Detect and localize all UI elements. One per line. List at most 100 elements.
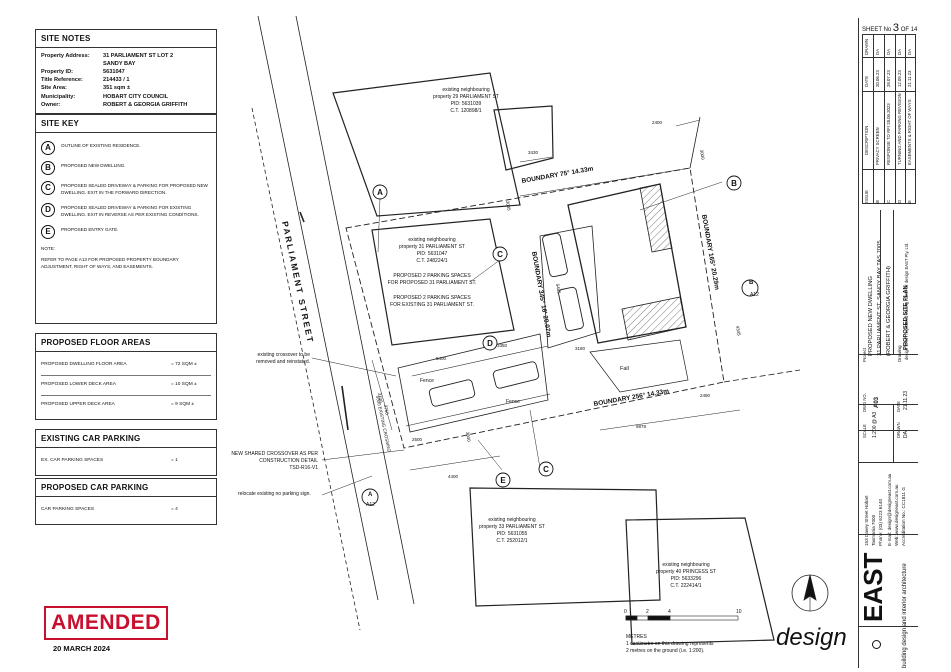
- dimension-label: 2750: [383, 404, 390, 415]
- revision-cell: 21.11.23: [907, 70, 913, 87]
- site-note-value: 351 sqm ±: [103, 85, 131, 92]
- neighbour-40-label: C.T. 222414/1: [670, 583, 701, 589]
- drawing-title: PROPOSED SITE PLAN: [903, 285, 909, 350]
- callout-letter: D: [487, 339, 493, 348]
- contact-line: E-mail: design@designeast.com.au: [887, 473, 892, 546]
- revision-cell: EASEMENTS & RIGHT OF WAYS: [907, 99, 913, 165]
- street-edge-west: [257, 15, 379, 601]
- title-block-divider: [858, 462, 918, 463]
- dimension-label: 3045: [505, 200, 512, 211]
- revision-row-divider: [863, 91, 915, 92]
- dwg-no: A03: [874, 396, 880, 408]
- dwg-no-label: DWG NO.: [862, 393, 867, 412]
- parking-new-label: PROPOSED 2 PARKING SPACES: [393, 273, 471, 279]
- site-note-key: Title Reference:: [41, 77, 83, 84]
- callout-circle: [726, 175, 742, 191]
- brand-dot-icon: [872, 640, 881, 649]
- scale-tick-label: 2: [646, 609, 649, 615]
- site-note-value: 214433 / 1: [103, 77, 130, 84]
- revision-header: ISSUE: [864, 190, 869, 203]
- neighbour-29-outline: [332, 72, 521, 217]
- revision-col-divider: [873, 35, 874, 203]
- floor-areas-title: PROPOSED FLOOR AREAS: [36, 334, 216, 352]
- area-row-label: ex. CAR PARKING SPACES: [41, 458, 104, 463]
- neighbour-33-label: property 33 PARLIAMENT ST: [479, 524, 545, 530]
- drawn-value: DA: [903, 431, 909, 438]
- site-note-value: SANDY BAY: [103, 61, 136, 68]
- parking-sign-note: relocate existing no parking sign.: [238, 491, 311, 497]
- courtyard-outline: [589, 339, 689, 393]
- scale-note: 1 centimetre on this drawing represents: [626, 641, 714, 647]
- address-line: Phone: (03) 6223 6140: [878, 499, 883, 546]
- title-block: [858, 18, 918, 668]
- scale-label: SCALE: [862, 424, 867, 438]
- proposed-parking-body: CAR PARKING SPACES= 4: [36, 497, 216, 524]
- site-note-value: ROBERT & GEORGIA GRIFFITH: [103, 101, 188, 108]
- title-block-divider: [880, 210, 881, 354]
- revision-cell: DA: [907, 49, 913, 55]
- area-row-label: PROPOSED LOWER DECK AREA: [41, 381, 116, 387]
- site-note-value: 5631047: [103, 69, 125, 76]
- brand-design: design: [776, 624, 847, 651]
- dimension-label: 3000: [699, 149, 706, 160]
- revision-col-divider: [894, 35, 896, 203]
- callout-letter: C: [543, 465, 549, 474]
- site-boundary: [345, 167, 725, 449]
- boundary-left-label: BOUNDARY 345° 16' 20.07m: [530, 251, 553, 338]
- neighbour-33-label: C.T. 252012/1: [496, 538, 527, 544]
- area-row: PROPOSED UPPER DECK AREA= 9 sqm ±: [41, 396, 211, 415]
- neighbour-31-label: property 31 PARLIAMENT ST: [399, 244, 465, 250]
- neighbour-31-label: PID: 5631047: [417, 251, 448, 257]
- section-b-label: B: [749, 280, 754, 286]
- callout-letter: A: [377, 188, 383, 197]
- neighbour-40-label: property 40 PRINCESS ST: [656, 569, 716, 575]
- section-ref-bottom: A12: [366, 502, 375, 508]
- sheet-number: SHEET No 3 OF 14: [862, 22, 917, 34]
- revision-header: DRAWN: [864, 38, 869, 55]
- section-marker-icon: [361, 488, 379, 506]
- revision-cell: 20.06.23: [875, 70, 880, 87]
- floor-areas-body: PROPOSED DWELLING FLOOR AREA= 72 sqm ± PR…: [36, 352, 216, 419]
- title-block-divider: [858, 404, 918, 405]
- scale-value: 1:200 @ A3: [872, 411, 878, 438]
- dimension-label: 3180: [575, 346, 586, 351]
- project-line: (ROBERT & GEORGIA GRIFFITH): [886, 266, 892, 356]
- revision-cell: DA: [875, 49, 880, 55]
- existing-parking-title: EXISTING CAR PARKING: [36, 430, 216, 448]
- site-key-item: C PROPOSED SEALED DRIVEWAY & PARKING FOR …: [41, 181, 211, 197]
- title-block-divider: [858, 354, 918, 355]
- site-note-row: Site Area:351 sqm ±: [41, 84, 211, 92]
- sheet-of: OF 14: [900, 27, 918, 33]
- fence-label-1: Fence: [420, 378, 434, 384]
- site-note-row: Property ID: 5631047: [41, 68, 211, 76]
- site-note-key: Property ID:: [41, 69, 74, 76]
- proposed-parking-panel: PROPOSED CAR PARKING CAR PARKING SPACES=…: [35, 478, 217, 525]
- section-ref-top: A12: [750, 292, 759, 298]
- area-row-label: CAR PARKING SPACES: [41, 507, 95, 512]
- site-key-title: SITE KEY: [36, 115, 216, 133]
- site-key-text: PROPOSED SEALED DRIVEWAY & PARKING FOR P…: [61, 183, 208, 195]
- neighbour-40-outline: [625, 517, 775, 645]
- neighbour-33-outline: [469, 487, 661, 607]
- neighbour-29-label: PID: 5631039: [451, 101, 482, 107]
- site-note-row: Owner: ROBERT & GEORGIA GRIFFITH: [41, 101, 211, 109]
- revision-cell: 28.07.23: [885, 70, 891, 87]
- site-key-letter: C: [41, 181, 55, 195]
- floor-areas-panel: PROPOSED FLOOR AREAS PROPOSED DWELLING F…: [35, 333, 217, 420]
- crossover-note: removed and reinstated.: [256, 359, 310, 365]
- existing-parking-body: ex. CAR PARKING SPACES= 1: [36, 448, 216, 475]
- new-dwelling-hatch-bottom: [621, 296, 687, 341]
- area-row: PROPOSED DWELLING FLOOR AREA= 72 sqm ±: [41, 356, 211, 376]
- revision-cell: E: [907, 200, 913, 203]
- callout-circle: [372, 184, 388, 200]
- parking-new-label: FOR PROPOSED 31 PARLIAMENT ST.: [388, 280, 477, 286]
- revision-cell: TURNING AND PARKING REVISION: [896, 93, 902, 165]
- site-note-key: Owner:: [41, 101, 61, 108]
- title-block-divider: [893, 404, 894, 462]
- scale-unit: METRES: [626, 634, 648, 640]
- parking-existing-label: PROPOSED 2 PARKING SPACES: [393, 295, 471, 301]
